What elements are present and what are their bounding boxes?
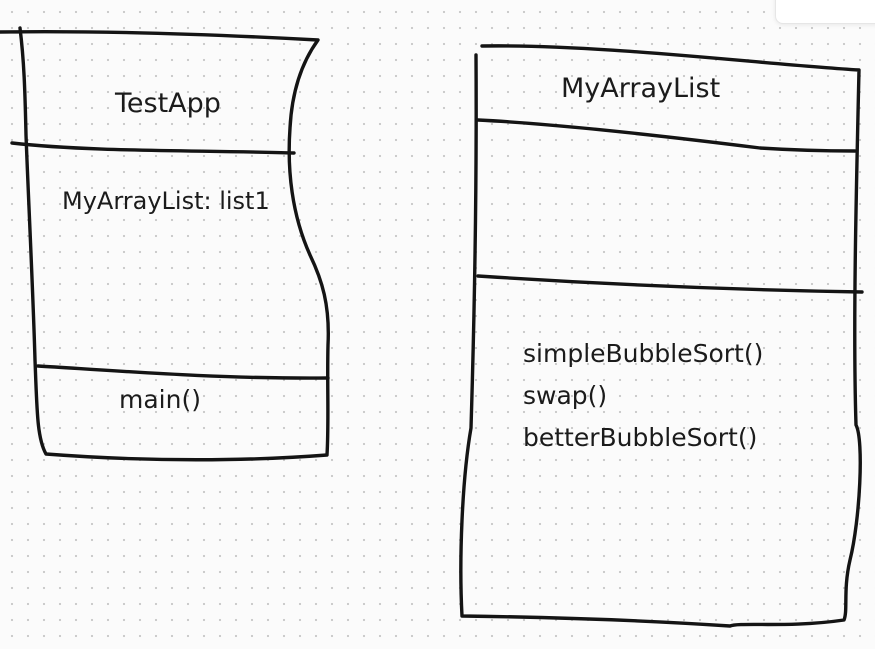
myarraylist-class-name: MyArrayList: [561, 73, 721, 104]
corner-panel: [775, 0, 875, 24]
myarraylist-method-swap: swap(): [523, 381, 608, 410]
testapp-header-divider: [10, 141, 296, 155]
myarraylist-class-box[interactable]: [459, 44, 864, 628]
myarraylist-attributes-divider: [476, 274, 864, 294]
myarraylist-header-divider: [476, 118, 857, 153]
testapp-methods-divider: [36, 364, 330, 380]
testapp-class-box[interactable]: [0, 26, 331, 462]
testapp-box-outline: [0, 26, 331, 462]
testapp-method: main(): [119, 385, 201, 414]
myarraylist-method-better-bubble-sort: betterBubbleSort(): [523, 423, 758, 452]
myarraylist-method-simple-bubble-sort: simpleBubbleSort(): [523, 339, 764, 368]
testapp-attribute: MyArrayList: list1: [62, 187, 270, 215]
testapp-class-name: TestApp: [115, 88, 221, 119]
myarraylist-box-outline: [459, 44, 862, 628]
